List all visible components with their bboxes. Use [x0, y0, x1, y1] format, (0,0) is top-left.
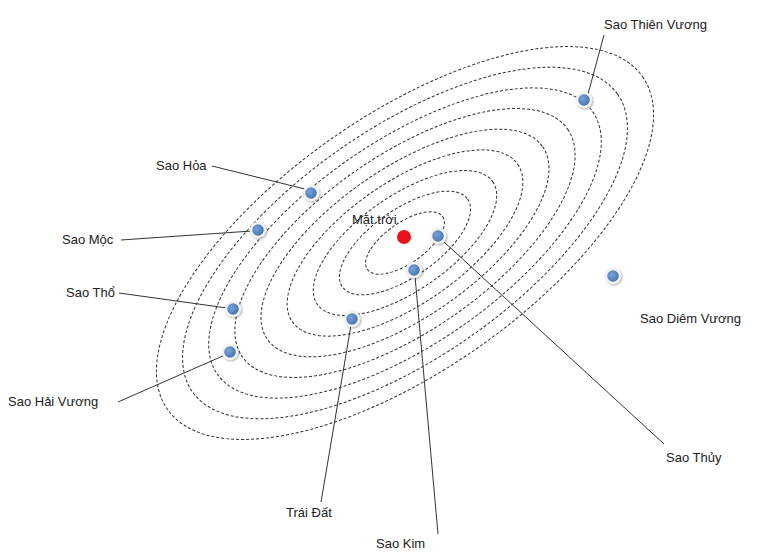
planet-dot [251, 223, 265, 237]
planet-dot [304, 186, 318, 200]
planet-label: Sao Thủy [666, 450, 721, 466]
planet-label: Sao Hải Vương [8, 394, 98, 410]
planet-dot [606, 269, 620, 283]
planet-label: Sao Thổ [66, 285, 115, 301]
orbit-ellipse [94, 0, 715, 514]
planet-dot [577, 93, 591, 107]
planet-dots [223, 93, 620, 359]
planet-label: Sao Thiên Vương [604, 17, 707, 33]
orbit-ellipse [127, 1, 683, 486]
planet-label: Trái Đất [286, 505, 332, 521]
planet-label: Sao Hỏa [156, 158, 207, 174]
orbit-ellipse [258, 115, 553, 372]
orbit-ellipses [94, 0, 715, 514]
planet-dot [226, 302, 240, 316]
planet-label: Sao Diêm Vương [640, 311, 741, 327]
orbit-ellipse [225, 86, 585, 400]
orbit-ellipse [290, 143, 519, 343]
planet-label: Sao Kim [376, 536, 425, 552]
leader-lines [118, 35, 664, 534]
planet-label: Sao Mộc [62, 232, 113, 248]
planet-dot [345, 312, 359, 326]
orbit-ellipse [160, 29, 651, 457]
planet-dot [431, 229, 445, 243]
planet-dot [223, 345, 237, 359]
planet-dot [407, 263, 421, 277]
sun-dot [397, 230, 411, 244]
sun-label: Mặt trời [352, 212, 397, 228]
